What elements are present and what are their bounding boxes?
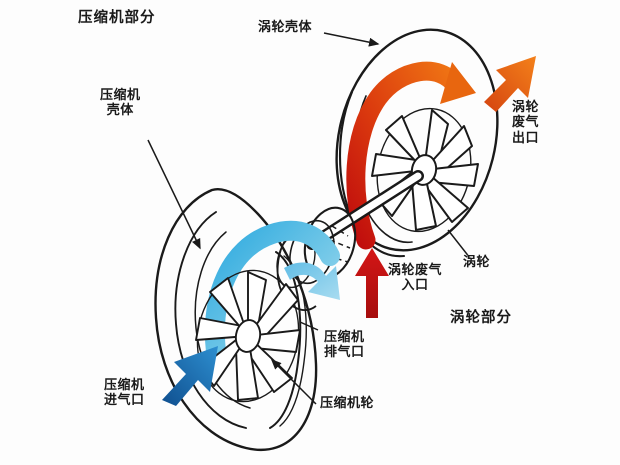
turbine-exhaust-inlet-arrow (355, 248, 389, 318)
compressor-scroll-arrow (205, 220, 340, 362)
turbine-scroll-arrow (346, 61, 476, 250)
leader-turbine-housing (323, 32, 380, 47)
label-compressor-wheel: 压缩机轮 (320, 396, 375, 411)
compressor-discharge-arrow (284, 262, 340, 300)
label-turbine: 涡轮 (463, 255, 491, 270)
label-turbine-housing: 涡轮壳体 (258, 20, 313, 35)
compressor-wheel (195, 269, 301, 403)
leader-lines (147, 32, 471, 405)
label-compressor-air-inlet: 压缩机 进气口 (104, 378, 145, 409)
turbine-shaft (306, 170, 424, 250)
label-compressor-housing: 压缩机 壳体 (100, 88, 141, 119)
leader-turbine (447, 229, 471, 259)
leader-compressor-wheel (270, 358, 317, 405)
turbine-wheel (371, 107, 479, 233)
label-turbine-exhaust-outlet: 涡轮 废气 出口 (512, 100, 540, 146)
section-label-turbine: 涡轮部分 (450, 310, 512, 326)
section-label-compressor: 压缩机部分 (78, 10, 156, 26)
compressor-inlet-arrow (162, 346, 218, 406)
label-turbine-exhaust-inlet: 涡轮废气 入口 (388, 263, 443, 294)
label-compressor-discharge: 压缩机 排气口 (324, 330, 365, 361)
turbine-exhaust-outlet-arrow (484, 56, 536, 112)
compressor-housing-outline (154, 187, 318, 451)
leader-compressor-housing (147, 139, 201, 250)
leader-compressor-discharge (299, 321, 319, 331)
compressor-volute-outline (194, 231, 251, 409)
turbine-housing-outline (335, 28, 499, 252)
